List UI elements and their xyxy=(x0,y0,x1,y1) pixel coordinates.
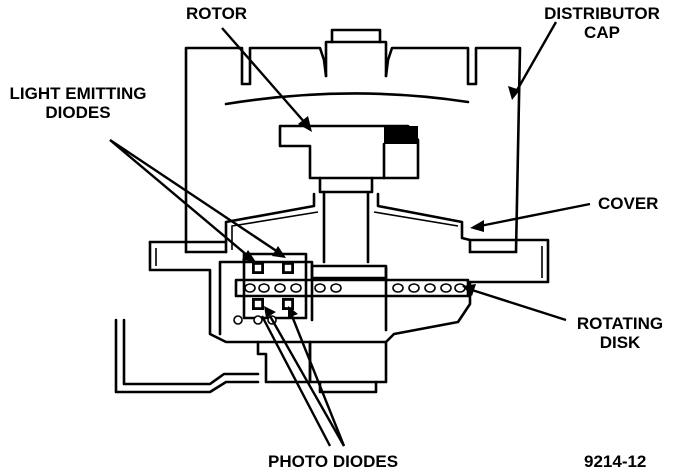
figure-number: 9214-12 xyxy=(584,452,647,471)
leader-lines xyxy=(109,21,591,447)
diode-block xyxy=(233,252,308,325)
rotating-disk-label: ROTATING DISK xyxy=(566,314,674,352)
distributor-cap xyxy=(184,46,522,254)
rotating-disk-label-line2: DISK xyxy=(599,333,641,352)
distributor-housing xyxy=(148,238,550,344)
cover xyxy=(224,192,472,254)
lower-shaft xyxy=(114,318,388,394)
cover-label: COVER xyxy=(598,194,659,213)
light-emitting-diodes-label-line1: LIGHT EMITTING xyxy=(9,84,147,103)
rotor-label: ROTOR xyxy=(186,4,248,23)
rotor-assembly xyxy=(278,28,420,264)
distributor-cap-label: DISTRIBUTOR CAP xyxy=(542,4,662,42)
distributor-cap-label-line1: DISTRIBUTOR xyxy=(544,4,660,23)
light-emitting-diodes-label: LIGHT EMITTING DIODES xyxy=(2,84,154,122)
rotating-disk xyxy=(234,264,470,298)
rotating-disk-label-line1: ROTATING xyxy=(576,314,664,333)
distributor-cap-label-line2: CAP xyxy=(584,23,620,42)
photo-diodes-label: PHOTO DIODES xyxy=(268,452,399,471)
light-emitting-diodes-label-line2: DIODES xyxy=(45,103,111,122)
